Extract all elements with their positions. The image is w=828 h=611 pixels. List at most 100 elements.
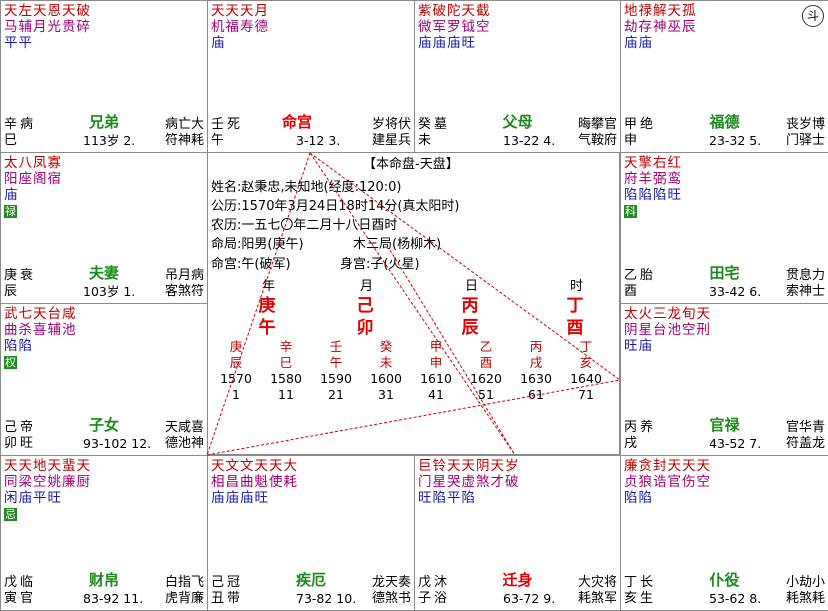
dayun-age: 71	[578, 387, 594, 402]
palace-name[interactable]: 仆役	[709, 571, 740, 589]
palace-stem: 辛	[4, 117, 18, 132]
changsheng-stage: 临官	[20, 575, 34, 606]
major-stars-row: 天左天恩天破	[4, 3, 91, 19]
brightness-row: 旺庙	[624, 338, 653, 354]
star-list: 紫破陀天截微军罗钺空庙庙庙旺	[418, 3, 491, 51]
dayun-stem: 辛	[279, 339, 293, 354]
palace-stem: 甲	[624, 117, 638, 132]
minggong-info: 命宫:午(破军)	[211, 257, 291, 272]
dayun-stem: 丁	[579, 339, 593, 354]
dayun-age: 61	[528, 387, 544, 402]
palace-stem: 戊	[418, 575, 432, 590]
minor-stars-row: 贞狼诰官伤空	[624, 474, 711, 490]
dayun-stem: 癸	[379, 339, 393, 354]
brightness-row: 平平	[4, 35, 33, 51]
major-stars-row: 天文文天天大	[211, 458, 298, 474]
brightness-row: 庙庙庙旺	[418, 35, 476, 51]
dayun-branch: 戌	[529, 355, 543, 370]
dayun-branch: 亥	[579, 355, 593, 370]
palace-name[interactable]: 疾厄	[295, 571, 326, 589]
palace-name[interactable]: 子女	[88, 416, 119, 434]
palace-name[interactable]: 田宅	[709, 264, 740, 282]
star-list: 天擎右红府羊弼鸾陷陷陷旺科	[624, 155, 682, 219]
star-list: 太火三龙旬天阴星台池空刑旺庙	[624, 306, 711, 354]
palace-name[interactable]: 迁身	[502, 571, 533, 589]
shengong-info: 身宫:子(火星)	[340, 257, 420, 272]
daxian-range: 33-42 6.	[709, 284, 762, 299]
minor-gods: 官华青符盖龙	[786, 420, 825, 452]
palace-name[interactable]: 夫妻	[88, 264, 119, 282]
palace-ganzhi: 戊寅	[4, 575, 18, 607]
pillar-header: 时	[570, 279, 584, 294]
changsheng-stage: 衰	[20, 268, 34, 283]
palace-stem: 丙	[624, 420, 638, 435]
minor-gods-bottom: 门驿士	[785, 133, 825, 148]
dayun-branch: 酉	[479, 355, 493, 370]
dayun-year: 1640	[570, 371, 602, 386]
star-list: 天文文天天大相昌曲魁使耗庙庙庙旺	[211, 458, 298, 506]
palace-branch: 酉	[624, 284, 638, 299]
palace-name[interactable]: 父母	[502, 113, 533, 131]
dayun-branch: 巳	[279, 355, 293, 370]
dayun-year: 1590	[320, 371, 352, 386]
palace-ganzhi: 辛巳	[4, 117, 18, 149]
palace-name[interactable]: 福德	[709, 113, 740, 131]
minor-stars-row: 微军罗钺空	[418, 19, 491, 35]
palace-stem: 己	[4, 420, 18, 435]
changsheng-stage: 沐浴	[434, 575, 448, 606]
bazi-pillar: 丙辰	[460, 295, 480, 339]
palace-branch: 寅	[4, 591, 18, 606]
palace-name[interactable]: 官禄	[709, 416, 740, 434]
daxian-range: 63-72 9.	[503, 591, 556, 606]
minor-gods-top: 吊月病	[164, 268, 204, 283]
palace-ganzhi: 壬午	[211, 117, 225, 149]
wuxing-ju: 木三局(杨柳木)	[353, 237, 442, 252]
minor-gods-bottom: 德池神	[164, 436, 204, 451]
daxian-range: 53-62 8.	[709, 591, 762, 606]
dayun-branch: 未	[379, 355, 393, 370]
daxian-range: 103岁 1.	[83, 284, 136, 299]
major-stars-row: 地禄解天孤	[624, 3, 697, 19]
palace-stem: 丁	[624, 575, 638, 590]
minor-gods-bottom: 耗煞耗	[785, 591, 825, 606]
center-panel: 【本命盘-天盘】姓名:赵秉忠,未知地(经度:120:0)公历:1570年3月24…	[207, 152, 620, 455]
changsheng-stage: 绝	[640, 117, 654, 132]
star-list: 武七天台咸曲杀喜辅池陷陷权	[4, 306, 77, 370]
center-title: 【本命盘-天盘】	[363, 157, 459, 172]
palace-name[interactable]: 财帛	[88, 571, 119, 589]
pillar-branch: 午	[258, 318, 276, 338]
minor-stars-row: 马辅月光贵碎	[4, 19, 91, 35]
dayun-stem: 庚	[229, 339, 243, 354]
minor-gods: 丧岁博门驿士	[786, 117, 825, 149]
dayun-year: 1630	[520, 371, 552, 386]
palace-name[interactable]: 兄弟	[88, 113, 119, 131]
minor-gods-bottom: 符神耗	[164, 133, 204, 148]
major-stars-row: 太火三龙旬天	[624, 306, 711, 322]
minor-stars-row: 同梁空姚廉厨	[4, 474, 91, 490]
pillar-stem: 丙	[461, 296, 479, 316]
star-list: 巨铃天天阴天岁门星哭虚煞才破旺陷平陷	[418, 458, 520, 506]
minor-gods-top: 小劫小	[785, 575, 825, 590]
minor-gods-top: 晦攀官	[577, 117, 617, 132]
changsheng-stage: 胎	[640, 268, 654, 283]
major-stars-row: 巨铃天天阴天岁	[418, 458, 520, 474]
birth-info-line: 农历:一五七〇年二月十八日酉时	[211, 218, 398, 233]
brightness-row: 庙	[211, 35, 226, 51]
palace-name[interactable]: 命宫	[281, 113, 312, 131]
